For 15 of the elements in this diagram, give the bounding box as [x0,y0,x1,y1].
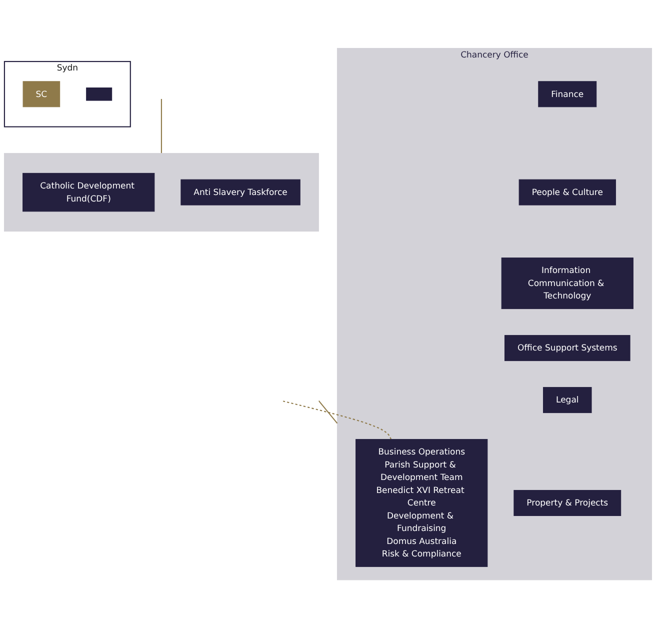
connector [282,401,392,440]
cluster [4,153,319,232]
node-box: Finance [538,82,597,108]
connector [318,400,338,424]
node-box: Catholic Development Fund(CDF) [22,173,155,212]
node-box [86,88,112,102]
node-box: Legal [543,387,592,414]
node-box: Property & Projects [514,490,622,516]
node-box: Information Communication & Technology [501,258,634,310]
node-box: Business Operations Parish Support & Development Team Benedict XVI Retreat Centre Development & Fundraising Domus Australia Risk & Compliance [356,439,488,568]
node-box: People & Culture [518,180,616,206]
node-box: Office Support Systems [504,335,630,362]
node-box: Anti Slavery Taskforce [180,180,300,206]
connector [160,99,162,154]
node-box: SC [22,82,60,108]
